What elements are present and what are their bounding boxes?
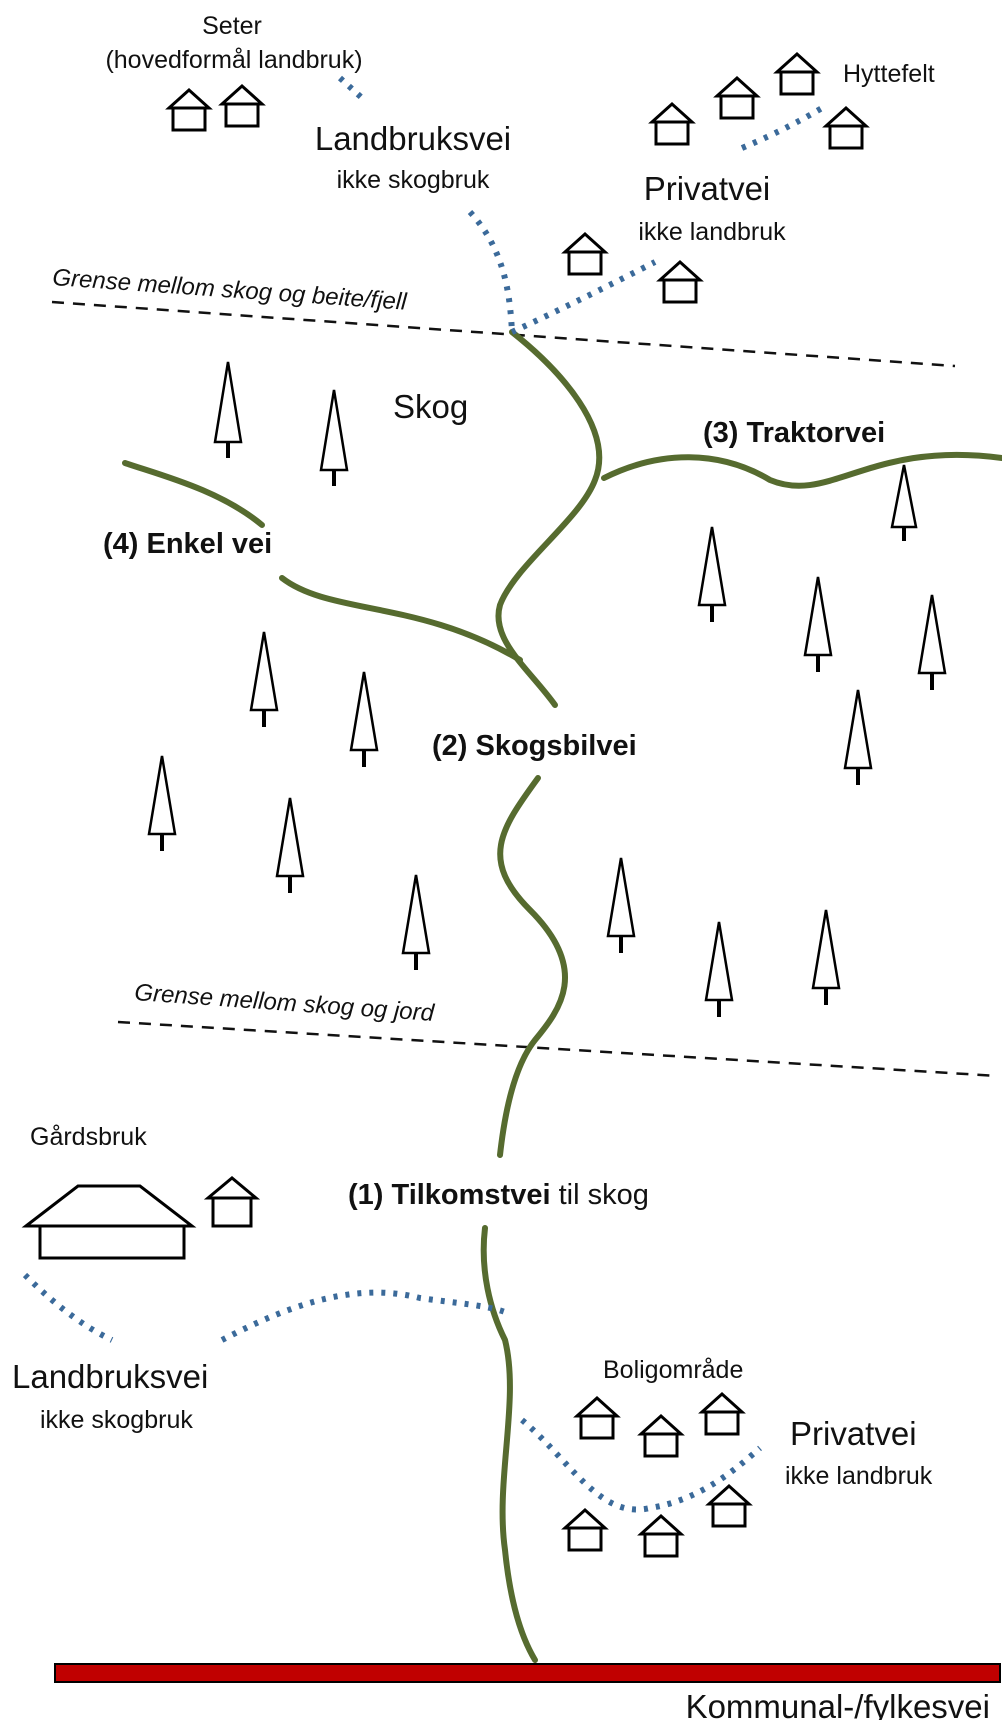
label-privatvei-bottom: Privatvei <box>790 1415 917 1452</box>
tree-icon <box>890 464 918 541</box>
farm-road-bottom-right <box>220 1289 506 1343</box>
house-icon <box>656 259 704 304</box>
house-icon <box>698 1391 746 1436</box>
label-hyttefelt: Hyttefelt <box>843 60 935 88</box>
tree-icon <box>704 921 734 1017</box>
boundary-forest-field-line <box>117 1020 999 1078</box>
farm-building-icon <box>21 1184 197 1260</box>
private-road-bottom <box>520 1417 762 1513</box>
label-privatvei-bottom-sub: ikke landbruk <box>785 1462 933 1490</box>
label-privatvei-top-sub: ikke landbruk <box>638 218 786 246</box>
farm-road-bottom <box>22 1272 114 1343</box>
tree-icon <box>697 526 727 622</box>
label-landbruksvei-top: Landbruksvei <box>315 120 511 157</box>
tree-icon <box>843 689 873 785</box>
label-tilkomstvei: (1) Tilkomstvei til skog <box>348 1179 649 1211</box>
house-icon <box>705 1483 753 1528</box>
house-icon <box>561 1507 609 1552</box>
house-icon <box>203 1176 261 1228</box>
label-enkel-vei: (4) Enkel vei <box>103 528 272 560</box>
label-gardsbruk: Gårdsbruk <box>30 1123 147 1151</box>
tree-icon <box>401 874 431 970</box>
house-icon <box>561 231 609 276</box>
farm-road-top <box>467 209 515 333</box>
house-icon <box>822 105 870 150</box>
public-road <box>54 1663 1001 1683</box>
main-forest-road-upper <box>495 329 603 708</box>
forest-truck-road <box>497 775 569 1158</box>
house-icon <box>713 75 761 120</box>
label-seter-sub: (hovedformål landbruk) <box>105 46 362 74</box>
house-icon <box>773 51 821 96</box>
simple-road-lower <box>279 575 523 663</box>
tree-icon <box>319 389 349 486</box>
tree-icon <box>275 797 305 893</box>
access-road <box>480 1225 538 1663</box>
tree-icon <box>147 755 177 851</box>
label-boundary-fjell: Grense mellom skog og beite/fjell <box>52 264 409 316</box>
label-landbruksvei-bottom: Landbruksvei <box>12 1358 208 1395</box>
tractor-road <box>601 451 1002 489</box>
label-landbruksvei-bottom-sub: ikke skogbruk <box>40 1406 193 1434</box>
tree-icon <box>249 631 279 727</box>
farm-road-top-spur <box>337 75 365 101</box>
label-boundary-jord: Grense mellom skog og jord <box>134 979 436 1027</box>
label-kommunal-fylkesvei: Kommunal-/fylkesvei <box>686 1688 990 1720</box>
tree-icon <box>349 671 379 767</box>
house-icon <box>573 1395 621 1440</box>
house-icon <box>165 87 213 132</box>
tree-icon <box>917 594 947 690</box>
house-icon <box>637 1513 685 1558</box>
label-skog: Skog <box>393 388 468 425</box>
tree-icon <box>811 909 841 1005</box>
tree-icon <box>803 576 833 672</box>
house-icon <box>218 83 266 128</box>
house-icon <box>637 1413 685 1458</box>
label-privatvei-top: Privatvei <box>644 170 771 207</box>
tree-icon <box>213 361 243 458</box>
label-seter: Seter <box>202 12 262 40</box>
tree-icon <box>606 857 636 953</box>
boundary-forest-mountain-line <box>51 300 956 368</box>
label-boligomrade: Boligområde <box>603 1356 743 1384</box>
label-tilkomstvei-bold: (1) Tilkomstvei <box>348 1179 551 1211</box>
label-traktorvei: (3) Traktorvei <box>703 417 885 449</box>
simple-road <box>122 460 265 528</box>
house-icon <box>648 101 696 146</box>
label-skogsbilvei: (2) Skogsbilvei <box>432 730 637 762</box>
label-landbruksvei-top-sub: ikke skogbruk <box>337 166 490 194</box>
label-tilkomstvei-rest: til skog <box>551 1179 649 1211</box>
